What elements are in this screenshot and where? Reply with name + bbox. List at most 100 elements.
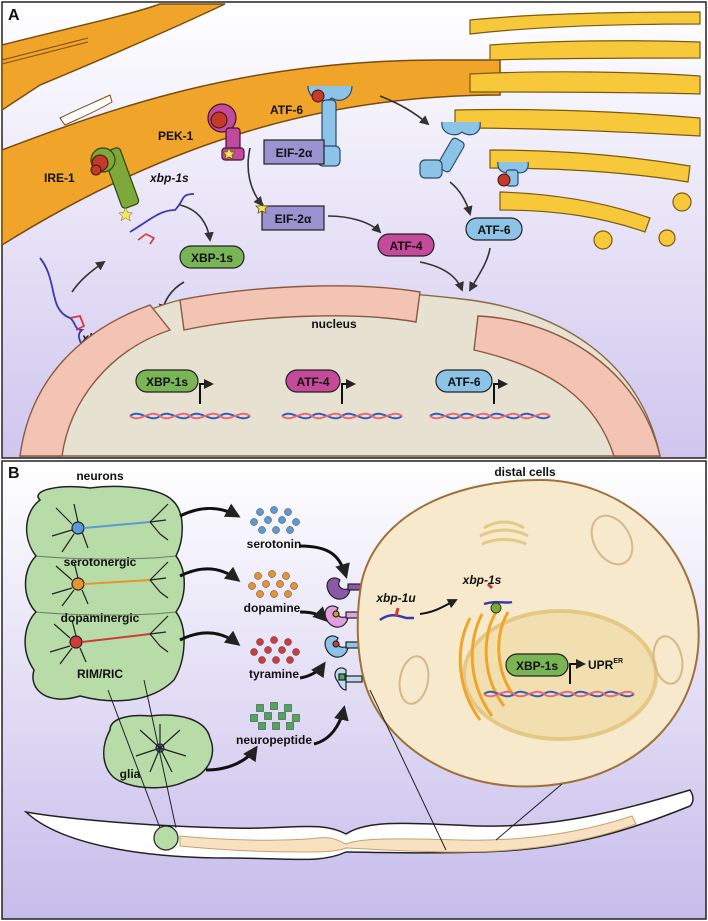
xbp1s-intron-fragment bbox=[137, 233, 156, 245]
serotonin-molecule bbox=[264, 516, 272, 524]
tyramine-molecule bbox=[278, 646, 286, 654]
atf4-pill-label: ATF-4 bbox=[389, 239, 422, 253]
worm-nerve-ring bbox=[153, 825, 179, 851]
serotonin-molecule bbox=[286, 526, 294, 534]
golgi-apparatus bbox=[454, 11, 701, 250]
panel-b-label: B bbox=[8, 465, 20, 482]
tyramine-molecule bbox=[286, 656, 294, 664]
panel-a-arrows bbox=[71, 95, 491, 314]
gene-xbp1s-label: XBP-1s bbox=[146, 375, 188, 389]
serotonin-molecule bbox=[278, 516, 286, 524]
er-cleft bbox=[59, 94, 113, 126]
serotonin-molecule bbox=[256, 508, 264, 516]
tyramine-molecule bbox=[284, 638, 292, 646]
dopamine-molecule bbox=[268, 570, 276, 578]
dopamine-label: dopamine bbox=[244, 601, 301, 615]
tyramine-molecule bbox=[250, 648, 258, 656]
neurons-title: neurons bbox=[76, 469, 124, 483]
nuclear-envelope-top bbox=[179, 285, 421, 331]
distal-xbp1u-intron bbox=[394, 607, 400, 617]
tyramine-molecule bbox=[256, 638, 264, 646]
dopamine-molecule bbox=[270, 590, 278, 598]
rim-ric-neuron bbox=[49, 615, 169, 665]
xbp1s-pill bbox=[179, 245, 245, 269]
gene-atf4-label: ATF-4 bbox=[296, 375, 329, 389]
tyramine-molecule bbox=[258, 656, 266, 664]
dopamine-molecule bbox=[262, 580, 270, 588]
serotonin-molecule bbox=[292, 518, 300, 526]
distal-xbp1s-label: xbp-1s bbox=[462, 573, 502, 587]
serotonin-label: serotonin bbox=[247, 537, 302, 551]
distal-ire1 bbox=[490, 602, 502, 614]
dopamine-molecule bbox=[282, 572, 290, 580]
serotonergic-label: serotonergic bbox=[64, 555, 137, 569]
distal-dna bbox=[483, 690, 635, 698]
atf6-transit bbox=[419, 121, 481, 179]
panel-a-label: A bbox=[8, 7, 20, 24]
dopaminergic-neuron bbox=[51, 561, 169, 607]
neuropeptide-molecule bbox=[292, 714, 300, 722]
er-tube-inner bbox=[1, 37, 89, 65]
distal-receptors bbox=[324, 577, 365, 691]
er-membrane bbox=[1, 3, 226, 112]
distal-xbp1s-label: XBP-1s bbox=[516, 659, 558, 673]
tyramine-label: tyramine bbox=[249, 667, 299, 681]
distal-tss-arrow bbox=[569, 659, 586, 684]
neuropeptide-molecule bbox=[278, 712, 286, 720]
distal-cells-title: distal cells bbox=[494, 465, 556, 479]
pek1-receptor bbox=[207, 103, 245, 161]
tyramine-molecule bbox=[272, 656, 280, 664]
upr-text: UPR bbox=[588, 658, 614, 672]
tyramine-molecule bbox=[292, 648, 300, 656]
dopamine-molecule bbox=[254, 572, 262, 580]
eif2a-label: EIF-2α bbox=[276, 146, 313, 160]
atf6-pill bbox=[465, 217, 523, 241]
neuropeptide-molecule bbox=[272, 722, 280, 730]
distal-golgi bbox=[479, 520, 529, 546]
dopamine-molecule bbox=[290, 582, 298, 590]
distal-er bbox=[458, 611, 516, 721]
nuclear-envelope-right bbox=[473, 315, 661, 457]
eif2a-phospho-box bbox=[261, 205, 325, 231]
gene-atf6-label: ATF-6 bbox=[447, 375, 480, 389]
tyramine-molecule bbox=[270, 636, 278, 644]
dna-helices bbox=[129, 412, 551, 420]
mitochondria bbox=[398, 514, 684, 705]
atf6-receptor-label: ATF-6 bbox=[270, 103, 303, 117]
gene-xbp1s-pill bbox=[135, 369, 199, 393]
zoom-lines bbox=[107, 679, 563, 851]
distal-xbp1u-label: xbp-1u bbox=[375, 591, 416, 605]
tyramine-molecule bbox=[264, 646, 272, 654]
eif2a-phospho-label: EIF-2α bbox=[275, 212, 312, 226]
neuropeptide-molecule bbox=[286, 722, 294, 730]
signal-molecules bbox=[248, 506, 300, 730]
nuclear-envelope-left bbox=[19, 304, 172, 457]
neuropeptide-molecule bbox=[256, 704, 264, 712]
xbp1u-intron bbox=[69, 314, 86, 331]
dopamine-molecule bbox=[256, 590, 264, 598]
xbp1s-pill-label: XBP-1s bbox=[191, 251, 233, 265]
nucleus-label: nucleus bbox=[311, 317, 357, 331]
upr-superscript: ER bbox=[613, 658, 623, 665]
xbp1s-transcript-label: xbp-1s bbox=[149, 171, 189, 185]
neuropeptide-molecule bbox=[258, 722, 266, 730]
serotonergic-neuron bbox=[51, 503, 169, 553]
transcription-start-arrows bbox=[199, 379, 508, 404]
ire1-label: IRE-1 bbox=[44, 171, 75, 185]
serotonin-molecule bbox=[270, 506, 278, 514]
dopamine-molecule bbox=[284, 590, 292, 598]
dopamine-molecule bbox=[276, 580, 284, 588]
serotonin-molecule bbox=[284, 508, 292, 516]
serotonin-molecule bbox=[272, 526, 280, 534]
gene-atf6-pill bbox=[435, 369, 493, 393]
distal-xbp1s-pill bbox=[505, 653, 569, 677]
serotonin-molecule bbox=[258, 526, 266, 534]
rim-ric-label: RIM/RIC bbox=[77, 667, 123, 681]
neuropeptide-molecule bbox=[284, 704, 292, 712]
distal-xbp1s-rna bbox=[483, 600, 513, 606]
gene-atf4-pill bbox=[285, 369, 341, 393]
atf6-pill-label: ATF-6 bbox=[477, 223, 510, 237]
neuropeptide-label: neuropeptide bbox=[236, 733, 312, 747]
glia-label: glia bbox=[120, 767, 141, 781]
